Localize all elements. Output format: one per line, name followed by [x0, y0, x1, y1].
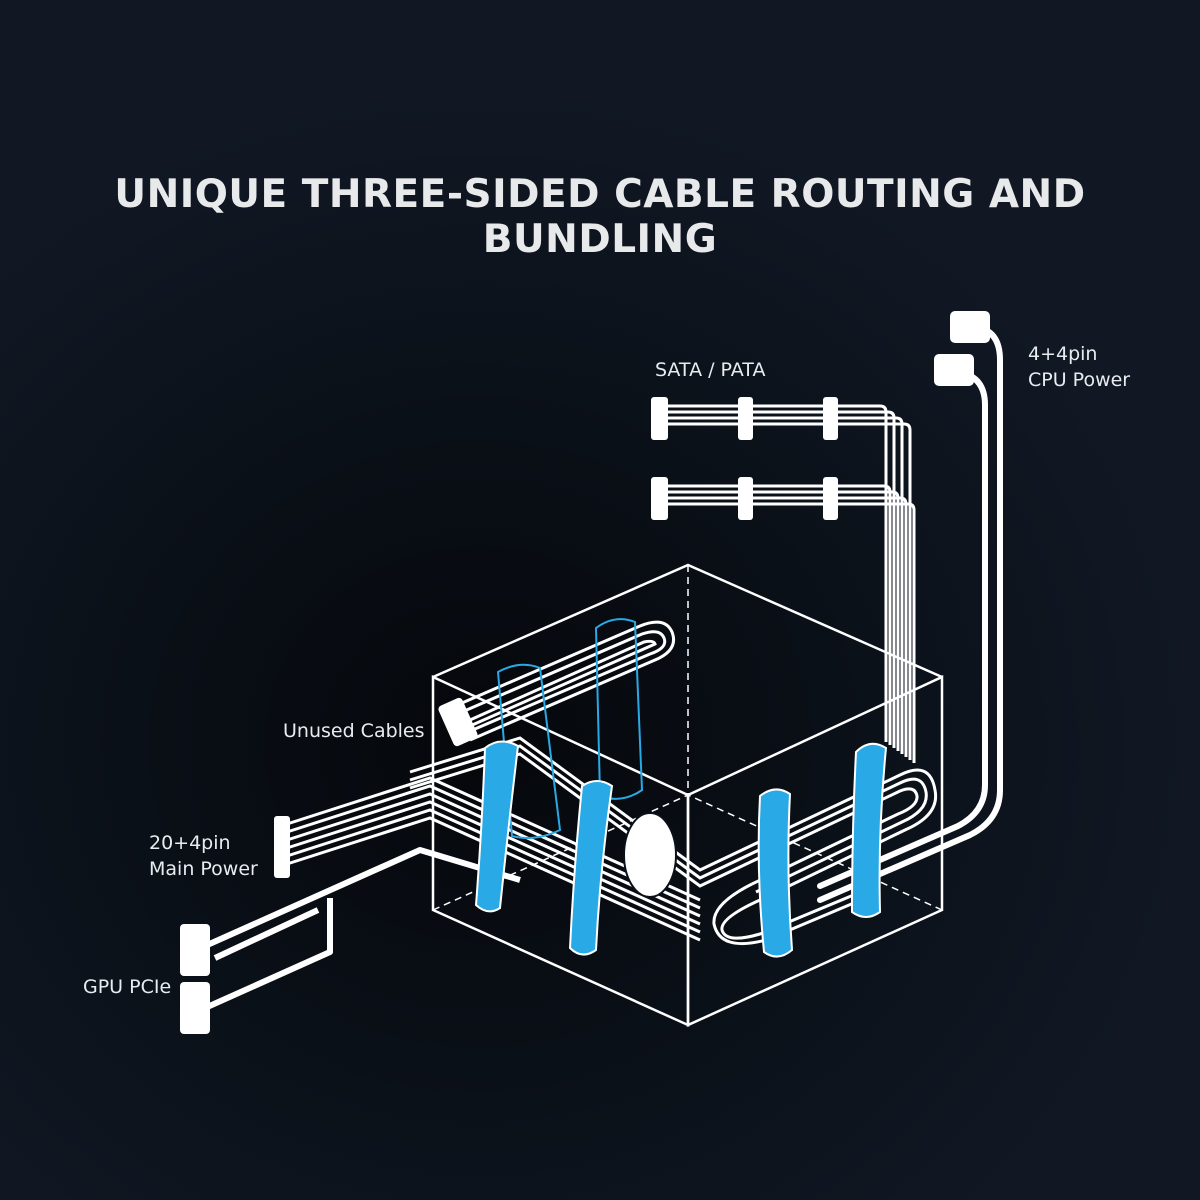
sata-pata-label: SATA / PATA — [655, 359, 766, 381]
unused-connector-icon — [438, 697, 478, 747]
routed-cable-bundle — [409, 736, 938, 946]
cpu-power-cable — [817, 311, 1003, 903]
main-power-label: 20+4pin Main Power — [149, 832, 258, 880]
unused-cables-label: Unused Cables — [283, 720, 425, 742]
cpu-connector-icon — [934, 311, 990, 386]
cpu-power-label: 4+4pin CPU Power — [1028, 343, 1131, 391]
sata-cable-bundle — [651, 397, 916, 763]
gpu-pcie-label: GPU PCIe — [83, 976, 172, 998]
main-power-connector-icon — [274, 816, 290, 878]
psu-fan-grommet — [623, 812, 677, 898]
psu-box-front — [431, 675, 944, 1027]
main-power-cable — [274, 776, 701, 942]
sata-connector-icon — [651, 397, 838, 520]
page-title: UNIQUE THREE-SIDED CABLE ROUTING AND BUN… — [114, 172, 1086, 262]
blue-straps — [474, 740, 888, 958]
unused-cable-loop — [438, 620, 676, 747]
gpu-connector-icon — [180, 924, 210, 1034]
